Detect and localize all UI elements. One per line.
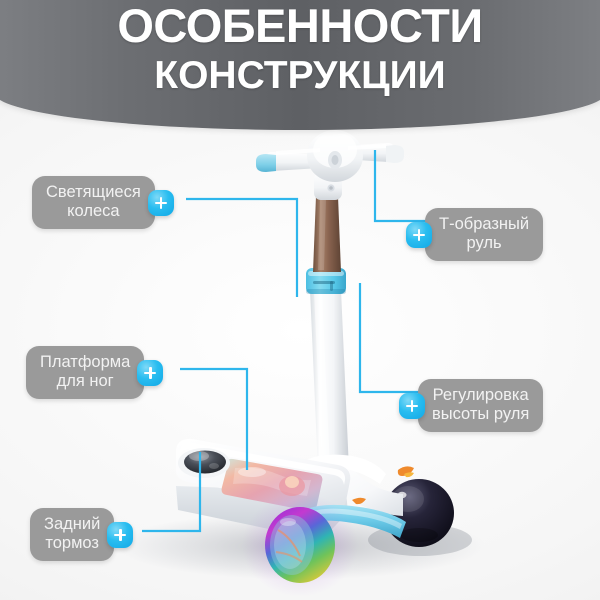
header-banner: ОСОБЕННОСТИ КОНСТРУКЦИИ — [0, 0, 600, 130]
callout-label-t-bar-handle: Т-образный руль — [425, 208, 544, 261]
callout-label-glowing-wheels: Светящиеся колеса — [32, 176, 155, 229]
stem-upper-bronze — [313, 196, 341, 272]
page-title-line1: ОСОБЕННОСТИ — [117, 0, 483, 52]
callout-foot-platform[interactable]: Платформа для ног — [26, 346, 164, 399]
height-adjust-clamp — [306, 268, 346, 294]
brand-logo — [397, 466, 414, 476]
callout-t-bar-handle[interactable]: Т-образный руль — [406, 208, 544, 261]
plus-icon-glowing-wheels[interactable] — [147, 189, 174, 216]
callout-label-rear-brake: Задний тормоз — [30, 508, 115, 561]
plus-icon-rear-brake[interactable] — [107, 521, 134, 548]
plus-icon-height-adjustment[interactable] — [399, 392, 425, 419]
callout-rear-brake[interactable]: Задний тормоз — [30, 508, 134, 561]
plus-icon-t-bar-handle[interactable] — [406, 221, 432, 248]
right-grip — [386, 145, 404, 163]
callout-height-adjustment[interactable]: Регулировка высоты руля — [399, 379, 544, 432]
callout-label-foot-platform: Платформа для ног — [26, 346, 145, 399]
callout-glowing-wheels[interactable]: Светящиеся колеса — [32, 176, 174, 229]
left-grip — [256, 154, 276, 172]
callout-label-height-adjustment: Регулировка высоты руля — [418, 379, 544, 432]
plus-icon-foot-platform[interactable] — [137, 359, 164, 386]
handlebar-t-bar — [256, 130, 404, 182]
glowing-front-wheel — [242, 493, 358, 597]
rear-brake — [178, 448, 230, 478]
stem-lower-tube — [310, 290, 349, 470]
page-title-line2: КОНСТРУКЦИИ — [154, 54, 446, 97]
